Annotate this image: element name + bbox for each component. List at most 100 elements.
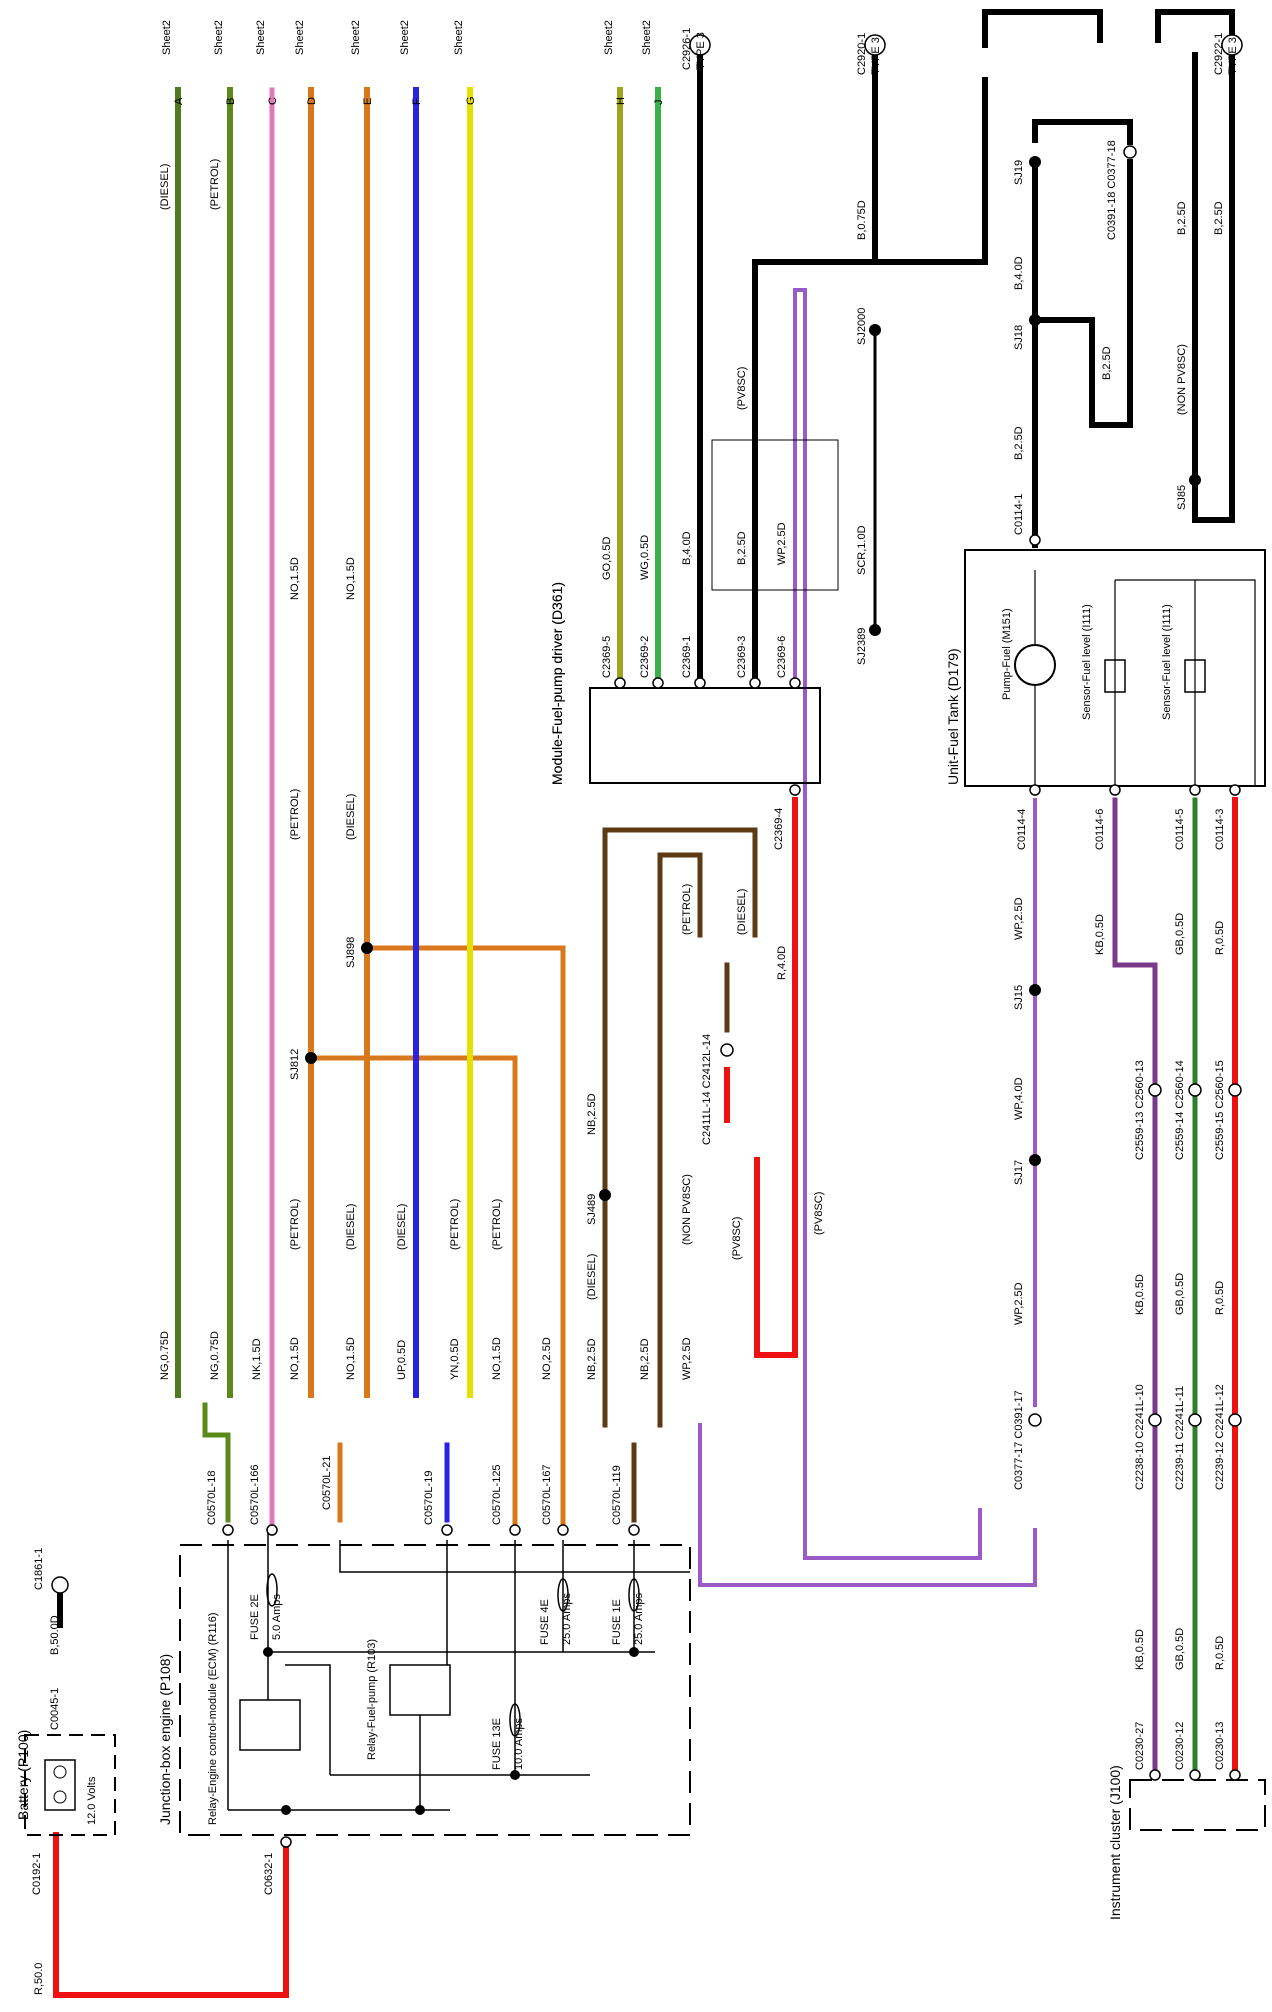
connector-c0114-1 — [1029, 534, 1041, 546]
sheet-ref-0: Sheet2 — [161, 20, 173, 55]
wire-label-go: GO,0.5D — [601, 537, 613, 580]
fuse-name-3: FUSE 1E — [611, 1599, 623, 1645]
battery-conn-neg: C0192-1 — [31, 1853, 43, 1895]
wire-label-sj2000: SJ2000 — [856, 308, 868, 345]
ground-type-1: TYPE 3 — [870, 37, 882, 75]
cluster-wire-2: R,0.5D — [1214, 1636, 1226, 1670]
connector-c2369-2 — [652, 677, 664, 689]
wire-label-h-bot: NO,1.5D — [491, 1337, 503, 1380]
wire-label-sj15: SJ15 — [1013, 985, 1025, 1010]
splice-jb-3 — [510, 1770, 520, 1780]
relay-ecm-box — [239, 1699, 301, 1751]
wire-label-b4-top: B,4.0D — [1013, 256, 1025, 290]
connector-c2411 — [720, 1043, 734, 1057]
wire-label-wg: WG,0.5D — [639, 535, 651, 580]
wire-label-c2239-11: C2239-11 C2241L-11 — [1174, 1386, 1186, 1490]
battery-cell — [44, 1759, 76, 1811]
connector-c0114-6 — [1109, 784, 1121, 796]
wire-nb-2 — [657, 852, 703, 1428]
battery-voltage: 12.0 Volts — [86, 1776, 98, 1825]
junction-box-frame — [179, 1544, 691, 1836]
connectors — [51, 34, 1243, 1848]
wire-label-wp4: WP,4.0D — [1013, 1077, 1025, 1120]
wire-label-pv8sc-a: (PV8SC) — [731, 1217, 743, 1260]
fuse-1e-icon — [628, 1578, 640, 1612]
wire-label-b25-r2: B,2.5D — [1213, 201, 1225, 235]
junction-conn-in: C0632-1 — [263, 1853, 275, 1895]
fuel-pump-icon — [1014, 644, 1056, 686]
wire-label-sj2389: SJ2389 — [856, 628, 868, 665]
battery-ext: C1861-1 — [33, 1548, 45, 1590]
fuse-rating-2: 25.0 Amps — [561, 1593, 573, 1645]
connector-c2369-3 — [749, 677, 761, 689]
wire-label-diesel-s: (DIESEL) — [736, 889, 748, 935]
wire-label-kb-t: KB,0.5D — [1094, 914, 1106, 955]
connector-c0570l-19 — [441, 1524, 453, 1536]
wire-label-f-bvar: (DIESEL) — [396, 1204, 408, 1250]
connector-c0632 — [280, 1836, 292, 1848]
fuse-name-0: FUSE 2E — [249, 1594, 261, 1640]
wire-wp-left — [698, 1423, 1037, 1587]
module-pin-5: C2369-4 — [773, 808, 785, 850]
tank-pin-1: C0114-6 — [1094, 809, 1106, 850]
splice-sj18 — [1029, 314, 1041, 326]
cluster-title: Instrument cluster (J100) — [1107, 1765, 1123, 1920]
wire-label-c0391-18: C0391-18 C0377-18 — [1106, 140, 1118, 240]
jb-connector-0: C0570L-18 — [206, 1471, 218, 1525]
tank-pin-0: C0114-4 — [1016, 809, 1028, 850]
sheet-ref-7: Sheet2 — [603, 20, 615, 55]
wire-sj19-loop — [1032, 159, 1133, 428]
wire-label-wp25m: WP,2.5D — [776, 522, 788, 565]
sheet-ref-1: Sheet2 — [213, 20, 225, 55]
wire-label-b25-c: B,2.5D — [1101, 346, 1113, 380]
tank-title: Unit-Fuel Tank (D179) — [945, 648, 961, 785]
module-title: Module-Fuel-pump driver (D361) — [549, 582, 565, 785]
wire-left-fanout — [872, 77, 988, 265]
wire-label-b4: B,4.0D — [681, 531, 693, 565]
wire-label-pv8sc-top: (PV8SC) — [736, 367, 748, 410]
sheet-ref-5: Sheet2 — [399, 20, 411, 55]
connector-c2559-14 — [1188, 1083, 1202, 1097]
wire-label-b-top: (PETROL) — [209, 159, 221, 210]
sheet-letter-8: J — [653, 100, 665, 106]
wire-label-sj85: SJ85 — [1176, 485, 1188, 510]
relay-ecm-label: Relay-Engine control-module (ECM) (R116) — [207, 1612, 219, 1825]
connector-c2238-10 — [1148, 1413, 1162, 1427]
sheet-letter-0: A — [173, 97, 185, 105]
wire-label-kb-m: KB,0.5D — [1134, 1274, 1146, 1315]
fuse-rating-1: 10.0 Amps — [513, 1718, 525, 1770]
cluster-pin-0: C0230-27 — [1134, 1722, 1146, 1770]
connector-c0114-5 — [1189, 784, 1201, 796]
module-pin-0: C2369-5 — [601, 636, 613, 678]
battery-wire-neg: R,50.0 — [33, 1963, 45, 1995]
wire-label-e-var: (DIESEL) — [345, 794, 357, 840]
wire-label-b25-r1: B,2.5D — [1176, 201, 1188, 235]
wire-label-c2238-10: C2238-10 C2241L-10 — [1134, 1384, 1146, 1490]
tank-top-pin: C0114-1 — [1013, 494, 1025, 535]
splices — [263, 156, 1201, 1815]
tank-pin-2: C0114-5 — [1174, 809, 1186, 850]
splice-sj17 — [1029, 1154, 1041, 1166]
wire-label-r4: R,4.0D — [776, 946, 788, 980]
jb-connector-4: C0570L-125 — [491, 1464, 503, 1525]
wire-label-c-bot: NK,1.5D — [251, 1338, 263, 1380]
connector-c0570l-125 — [509, 1524, 521, 1536]
sheet-letter-1: B — [225, 98, 237, 105]
splice-sj2000 — [869, 324, 881, 336]
battery-plus-icon — [53, 1790, 67, 1804]
wire-label-c2411: C2411L-14 C2412L-14 — [701, 1034, 713, 1145]
wire-label-e-bvar: (DIESEL) — [345, 1204, 357, 1250]
fuse-name-1: FUSE 13E — [491, 1718, 503, 1770]
fuse-rating-3: 25.0 Amps — [633, 1593, 645, 1645]
wire-label-b075: B,0.75D — [856, 200, 868, 240]
fuse-rating-0: 5.0 Amps — [271, 1594, 283, 1640]
connector-c2239-12 — [1228, 1413, 1242, 1427]
wire-label-e-mid: NO,1.5D — [345, 557, 357, 600]
sheet-ref-3: Sheet2 — [294, 20, 306, 55]
relay-fuel-label: Relay-Fuel-pump (R103) — [366, 1639, 378, 1760]
wire-label-g-bot: YN,0.5D — [449, 1338, 461, 1380]
wire-label-g-bvar: (PETROL) — [449, 1199, 461, 1250]
wire-label-wp25-t: WP,2.5D — [1013, 897, 1025, 940]
